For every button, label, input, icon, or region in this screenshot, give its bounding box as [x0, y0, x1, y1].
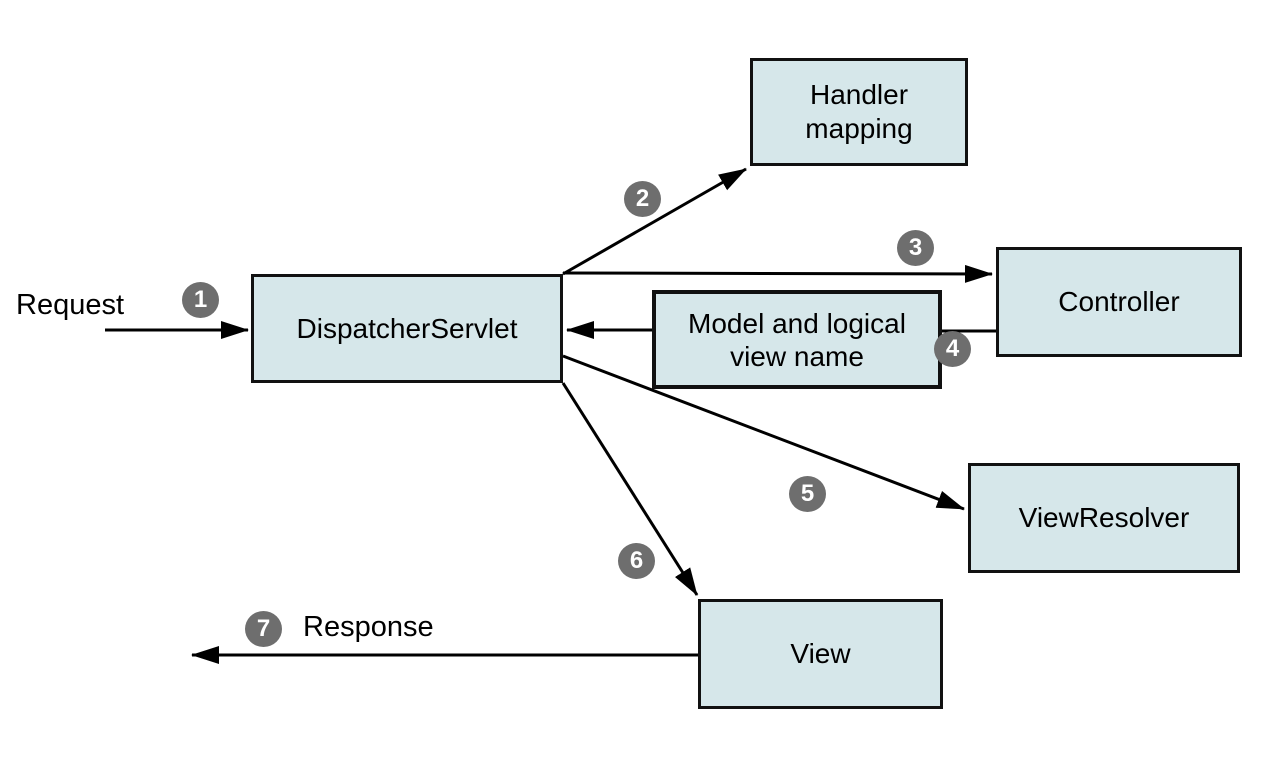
node-controller: Controller [996, 247, 1242, 357]
node-handler-mapping-line2: mapping [805, 113, 913, 144]
node-model-view-line2: view name [730, 340, 864, 372]
arrow-view [561, 382, 699, 596]
node-view-label: View [790, 638, 851, 669]
step-badge-3: 3 [897, 230, 934, 266]
node-view-resolver-label: ViewResolver [1018, 502, 1190, 533]
node-dispatcher-servlet: DispatcherServlet [251, 274, 563, 383]
arrow-view-resolver [562, 354, 965, 511]
arrow-controller [562, 264, 993, 283]
node-model-view-line1: Model and logical [688, 307, 906, 339]
step-badge-5: 5 [789, 476, 826, 512]
step-badge-4: 4 [934, 331, 971, 367]
node-model-and-logical-view-name: Model and logical view name [652, 290, 942, 389]
response-label: Response [303, 611, 434, 643]
node-controller-label: Controller [1058, 286, 1180, 317]
step-badge-1: 1 [182, 282, 219, 318]
node-view: View [698, 599, 943, 709]
step-badge-7: 7 [245, 611, 282, 647]
node-view-resolver: ViewResolver [968, 463, 1240, 573]
node-dispatcher-servlet-label: DispatcherServlet [296, 312, 518, 344]
node-handler-mapping: Handler mapping [750, 58, 968, 166]
step-badge-2: 2 [624, 181, 661, 217]
step-badge-6: 6 [618, 543, 655, 579]
arrow-handler-mapping [562, 167, 747, 276]
node-handler-mapping-line1: Handler [809, 79, 909, 110]
request-label: Request [16, 289, 125, 321]
